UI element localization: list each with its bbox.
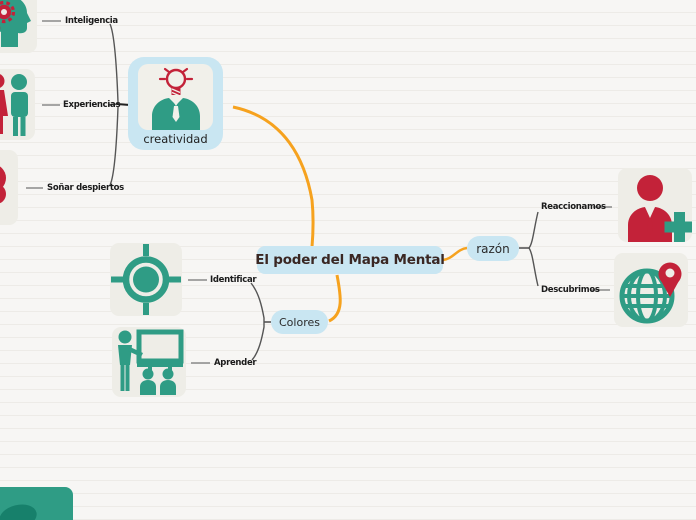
node-root[interactable]: El poder del Mapa Mental [255,246,445,274]
partially-visible-icon[interactable] [0,487,73,520]
red-figure-icon[interactable] [0,150,18,225]
connector-root-razon [442,246,468,262]
label-experiencias[interactable]: Experiencias [63,100,121,110]
partially-visible-glyph [0,504,37,520]
node-creatividad-label[interactable]: creatividad [143,132,208,146]
connector-descubrimos [528,247,539,287]
head-gears-icon[interactable] [0,0,37,53]
label-descubrimos[interactable]: Descubrimos [541,285,600,295]
label-aprender[interactable]: Aprender [214,358,257,368]
two-people-glyph [0,74,28,136]
node-colores[interactable]: Colores [271,310,328,334]
globe-pin-glyph [619,262,682,324]
connector-root-colores [328,274,342,323]
label-sonar-despiertos[interactable]: Soñar despiertos [47,183,124,193]
target-glyph [111,244,181,315]
label-inteligencia[interactable]: Inteligencia [65,16,118,26]
red-figure-glyph [0,166,6,204]
label-identificar[interactable]: Identificar [210,275,257,285]
node-razon[interactable]: razón [467,236,519,261]
target-icon[interactable] [110,243,182,316]
node-creatividad[interactable]: creatividad [128,57,223,150]
label-reaccionamos[interactable]: Reaccionamos [541,202,606,212]
connector-creatividad-root [232,105,315,248]
idea-person-glyph [152,67,200,130]
person-plus-icon[interactable] [618,168,692,242]
connector-aprender [251,322,265,361]
connector-inteligencia [109,23,119,103]
presentation-glyph [118,329,184,395]
globe-pin-icon[interactable] [614,253,688,327]
connector-sonar [109,106,119,186]
node-colores-label: Colores [279,315,320,329]
head-gears-glyph [0,0,31,47]
idea-person-icon[interactable] [138,64,213,130]
presentation-icon[interactable] [112,327,186,397]
two-people-icon[interactable] [0,69,35,140]
connector-reaccionamos [528,211,539,249]
connector-identificar [250,282,265,322]
node-razon-label: razón [476,241,510,256]
node-root-label: El poder del Mapa Mental [255,252,445,268]
person-plus-glyph [628,175,692,242]
